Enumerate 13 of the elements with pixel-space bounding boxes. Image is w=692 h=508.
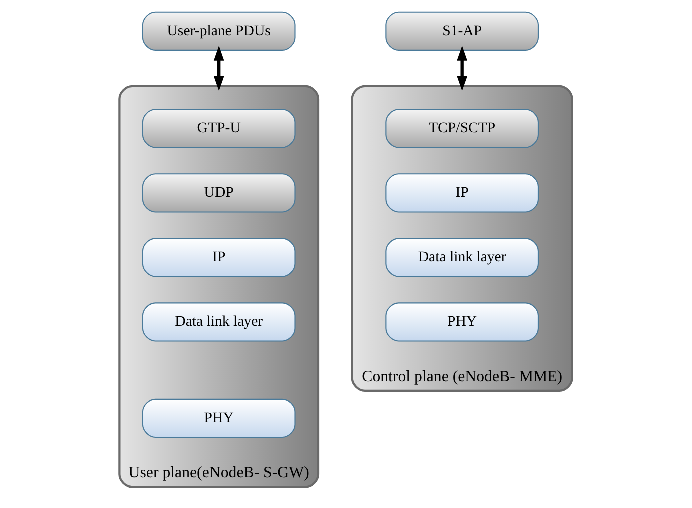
node-box: Data link layer <box>142 302 296 342</box>
node-box: UDP <box>142 174 296 213</box>
node-box: PHY <box>142 398 296 438</box>
node-box: PHY <box>386 302 539 342</box>
arrow <box>457 46 468 92</box>
arrow <box>214 46 224 92</box>
node-box: Data link layer <box>386 238 539 278</box>
node-box: S1-AP <box>386 12 539 51</box>
node-box: User-plane PDUs <box>142 12 296 51</box>
node-box: IP <box>386 174 539 213</box>
node-box: IP <box>142 238 296 278</box>
node-box: GTP-U <box>142 109 296 148</box>
node-box: TCP/SCTP <box>386 109 539 148</box>
